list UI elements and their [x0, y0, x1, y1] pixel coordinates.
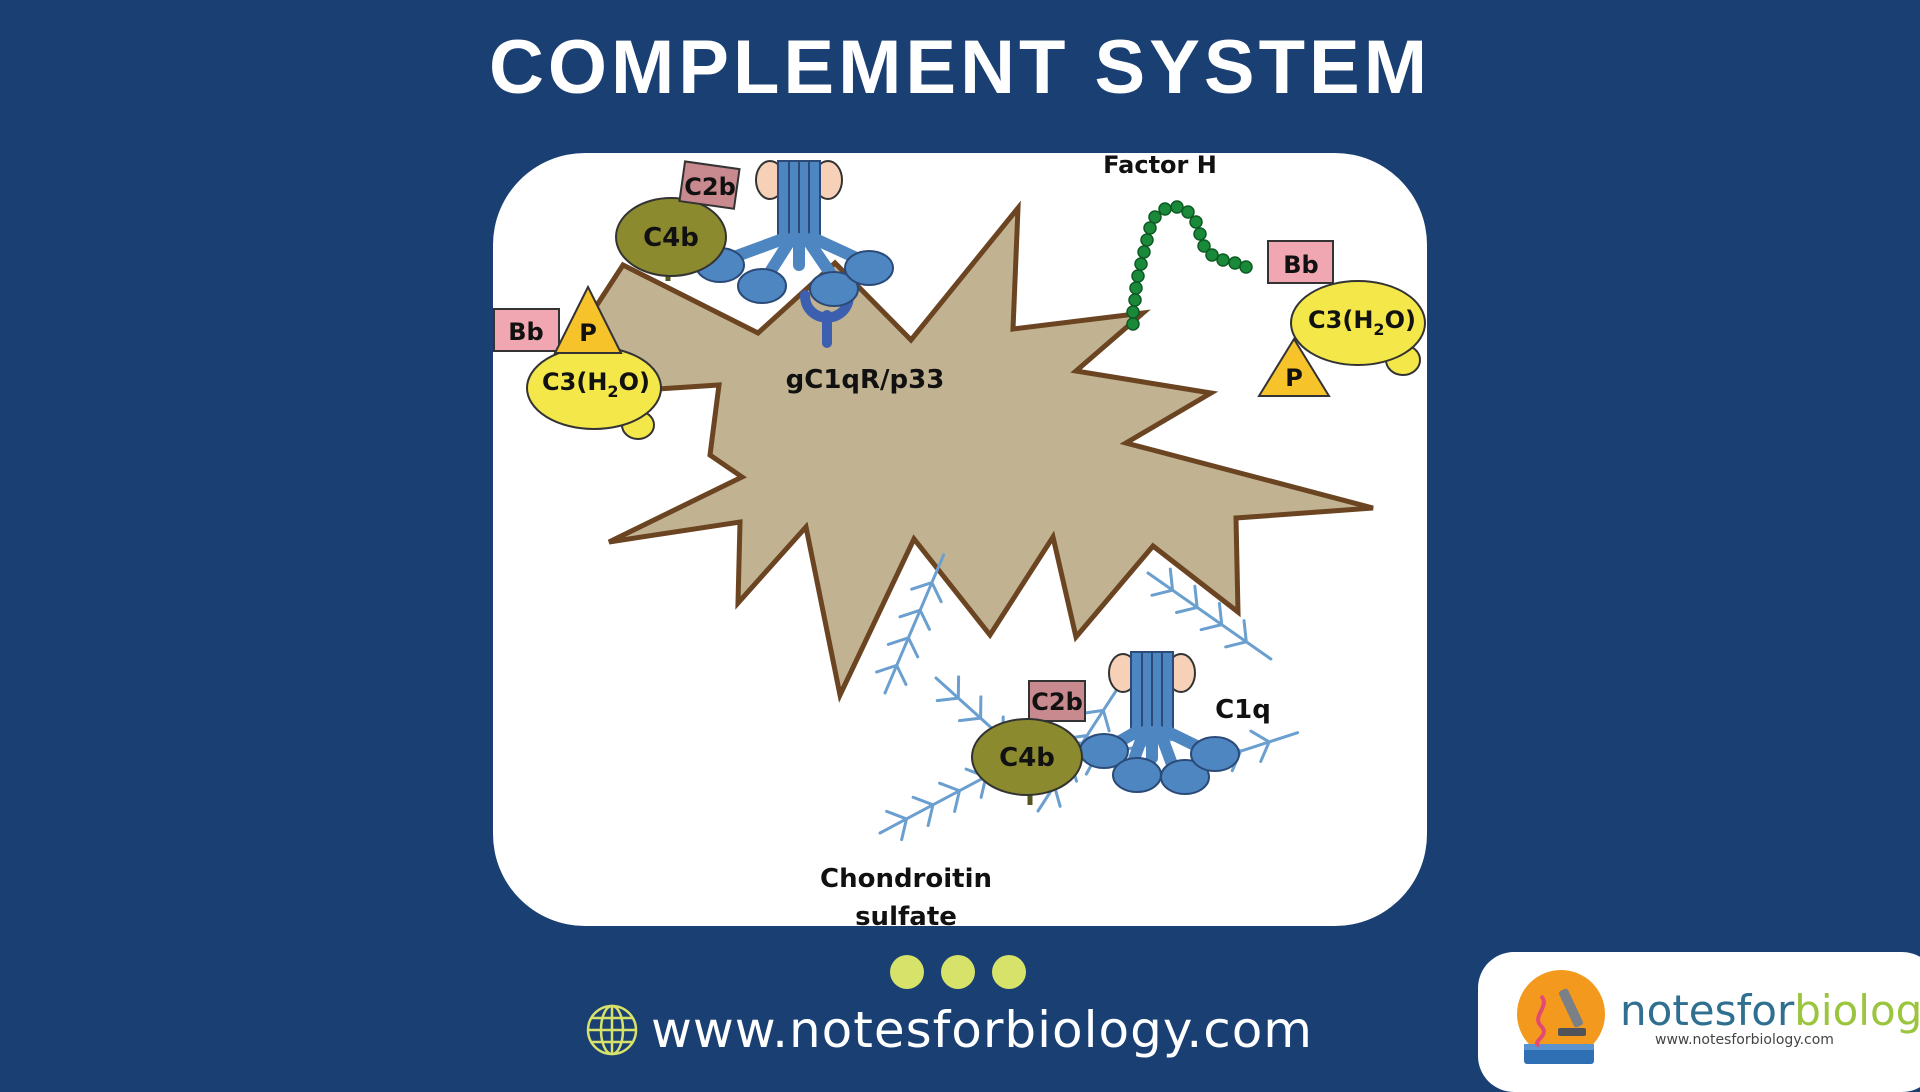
brand-logo[interactable]: notesforbiology www.notesforbiology.com	[1478, 952, 1920, 1092]
logo-brand-text: notesforbiology	[1620, 986, 1920, 1035]
bb-right-label: Bb	[1283, 251, 1318, 279]
c4b-top-label: C4b	[643, 223, 699, 253]
chondroitin-label-line1: Chondroitin	[820, 864, 992, 894]
factor-h-chain	[1126, 200, 1253, 331]
diagram-panel: C4b C2b Factor H Bb P C3(H2O)	[493, 153, 1427, 926]
c1q-bottom	[1079, 651, 1240, 795]
dot-1	[890, 955, 924, 989]
c3-right-label: C3(H2O)	[1308, 306, 1416, 339]
c4b-bottom	[971, 718, 1083, 796]
c3-convertase-right	[1257, 240, 1426, 397]
p-left-label: P	[579, 319, 597, 347]
complement-diagram: C4b C2b Factor H Bb P C3(H2O)	[493, 153, 1426, 926]
dot-3	[992, 955, 1026, 989]
pagination-dots	[890, 955, 1030, 991]
dot-2	[941, 955, 975, 989]
bb-left-label: Bb	[508, 318, 543, 346]
page-title: COMPLEMENT SYSTEM	[488, 25, 1432, 110]
logo-url-text: www.notesforbiology.com	[1655, 1032, 1834, 1048]
globe-icon	[586, 1004, 638, 1056]
c2b-bottom-label: C2b	[1031, 688, 1083, 716]
cell-body	[532, 200, 1374, 703]
factor-h-label: Factor H	[1103, 153, 1217, 179]
footer: www.notesforbiology.com	[585, 995, 1313, 1065]
c2b-bottom	[1028, 680, 1086, 722]
receptor-label: gC1qR/p33	[786, 365, 945, 395]
microscope-book-icon	[1517, 970, 1605, 1064]
c1q-label: C1q	[1215, 695, 1271, 725]
c4b-top	[615, 197, 727, 277]
p-right-label: P	[1285, 364, 1303, 392]
footer-url-link[interactable]: www.notesforbiology.com	[651, 1001, 1314, 1059]
c3-left-label: C3(H2O)	[542, 368, 650, 401]
c4b-bottom-label: C4b	[999, 743, 1055, 773]
chondroitin-label-line2: sulfate	[855, 902, 957, 926]
c2b-top	[678, 160, 741, 210]
c3-convertase-left	[493, 284, 662, 440]
c2b-top-label: C2b	[684, 173, 736, 201]
